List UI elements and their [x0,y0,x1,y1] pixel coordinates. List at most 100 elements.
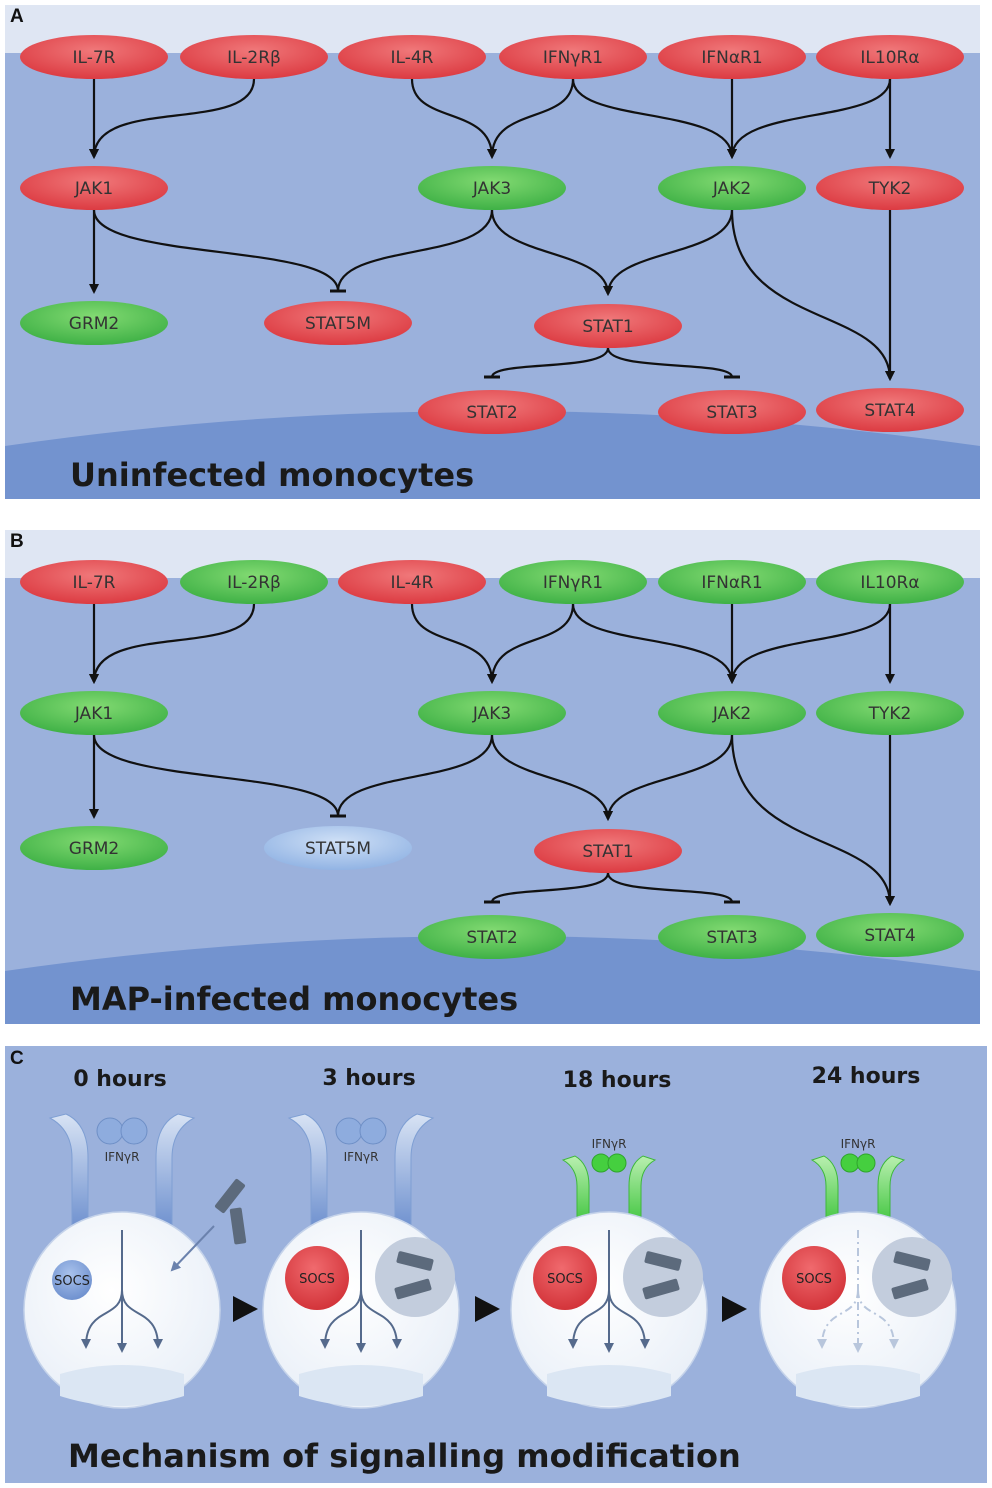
node-label: IFNαR1 [701,48,762,68]
edge-jak2-to-stat4 [730,209,895,381]
node-label: IFNγR1 [543,48,603,68]
node-label: IL-2Rβ [227,573,281,593]
edge-ifngr1-to-jak2 [571,603,737,684]
edge-ifngr1-to-jak2 [571,78,737,159]
edge-il-4r-to-jak3 [410,603,497,684]
signal-arrows-icon [817,1230,899,1353]
socs-icon [285,1246,349,1310]
node-stat1: STAT1 [534,304,682,348]
node-jak3: JAK3 [418,691,566,735]
node-stat1: STAT1 [534,829,682,873]
socs-icon [533,1246,597,1310]
node-label: STAT2 [466,928,517,948]
node-il-4r: IL-4R [338,560,486,604]
node-ellipse [20,691,168,735]
node-ifnar1: IFNαR1 [658,560,806,604]
node-tyk2: TYK2 [816,691,964,735]
node-label: IL-4R [391,573,434,593]
node-label: GRM2 [69,314,119,334]
edge-jak2-to-stat4 [730,734,895,906]
node-jak2: JAK2 [658,166,806,210]
bacteria-icon [170,1178,247,1272]
node-il-2rb: IL-2Rβ [180,560,328,604]
edge-jak1-to-stat5m [92,734,347,818]
node-ellipse [20,301,168,345]
node-ellipse [658,915,806,959]
node-ellipse [418,691,566,735]
panel-b-letter: B [10,531,24,552]
node-ellipse [418,166,566,210]
node-ellipse [816,388,964,432]
bacteria-icon [375,1237,455,1317]
node-label: IL10Rα [860,48,919,68]
panel-a-membrane [5,5,980,53]
node-jak2: JAK2 [658,691,806,735]
node-stat2: STAT2 [418,390,566,434]
stage-arrow-2 [475,1296,500,1322]
socs-label: SOCS [299,1272,335,1287]
signal-arrows-icon [81,1230,163,1353]
socs-label: SOCS [547,1272,583,1287]
node-ellipse [499,35,647,79]
nucleus-shape [796,1365,920,1406]
node-ellipse [816,913,964,957]
node-label: IFNγR1 [543,573,603,593]
bacteria-icon [872,1237,952,1317]
node-ellipse [418,915,566,959]
signal-arrows-icon [320,1230,402,1353]
node-grm2: GRM2 [20,301,168,345]
node-label: JAK3 [472,179,511,199]
node-label: JAK3 [472,704,511,724]
node-label: STAT3 [706,928,757,948]
node-ellipse [338,560,486,604]
stage-arrow-1 [233,1296,258,1322]
edge-jak3-to-stat1 [490,209,613,296]
node-label: JAK2 [712,704,751,724]
stage-time-label: 3 hours [322,1066,415,1091]
node-ellipse [264,826,412,870]
edge-jak1-to-stat5m [92,209,347,293]
vacuole [623,1237,703,1317]
node-ellipse [658,166,806,210]
node-ellipse [20,560,168,604]
receptor-label: IFNγR [344,1150,379,1164]
node-label: STAT4 [864,926,915,946]
stage-arrow-3 [722,1296,747,1322]
edge-il10ra-to-jak2 [727,603,892,684]
edge-il10ra-to-jak2 [727,78,892,159]
node-ellipse [499,560,647,604]
edge-jak3-to-stat5m [329,209,494,293]
node-label: IL-7R [73,48,116,68]
node-il10ra: IL10Rα [816,35,964,79]
edge-jak2-to-stat1 [603,734,734,821]
node-label: STAT2 [466,403,517,423]
node-ellipse [20,166,168,210]
stage-time-label: 24 hours [812,1064,921,1089]
node-ellipse [658,560,806,604]
node-ellipse [816,35,964,79]
node-ellipse [816,166,964,210]
stage-arrows [233,1296,747,1322]
nucleus-shape [299,1365,423,1406]
node-stat4: STAT4 [816,913,964,957]
node-stat3: STAT3 [658,915,806,959]
panel-b-title: MAP-infected monocytes [70,980,518,1018]
socs-icon [782,1246,846,1310]
node-ellipse [338,35,486,79]
receptor-label: IFNγR [105,1150,140,1164]
edge-jak3-to-stat5m [329,734,494,818]
node-ellipse [534,829,682,873]
nucleus-shape [547,1365,671,1406]
node-label: STAT5M [305,839,371,859]
edge-stat1-to-stat3 [606,872,741,904]
node-ellipse [658,35,806,79]
node-ifngr1: IFNγR1 [499,560,647,604]
